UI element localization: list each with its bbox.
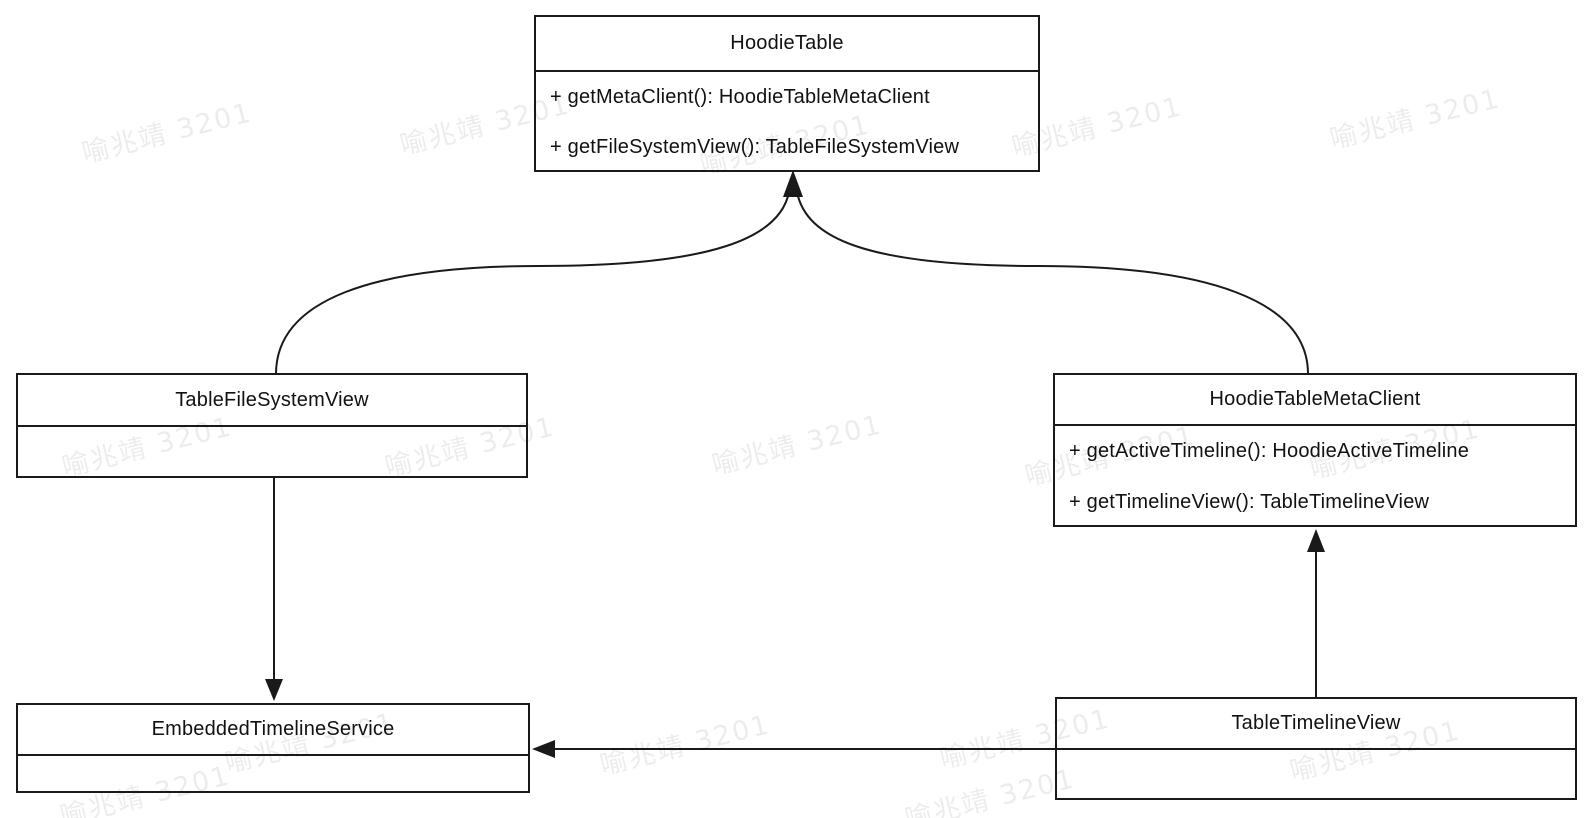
arrowhead-to-hoodietable [783,170,803,197]
class-methods: + getMetaClient(): HoodieTableMetaClient… [536,72,1038,172]
class-title: HoodieTableMetaClient [1055,375,1575,426]
class-embeddedtimelineservice[interactable]: EmbeddedTimelineService [16,703,530,793]
class-methods: + getActiveTimeline(): HoodieActiveTimel… [1055,426,1575,527]
arrowhead-to-embeddedtimelineservice-top [265,679,283,701]
class-empty-compartment [18,427,526,476]
class-empty-compartment [18,756,528,791]
class-method: + getActiveTimeline(): HoodieActiveTimel… [1069,440,1470,462]
class-method: + getFileSystemView(): TableFileSystemVi… [550,135,960,158]
edge-hoodietablemetaclient-to-hoodietable [796,191,1309,375]
class-tabletimelineview[interactable]: TableTimelineView [1055,697,1577,800]
arrowhead-to-hoodietablemetaclient [1307,529,1325,552]
class-title: HoodieTable [536,17,1038,72]
edge-tablefilesystemview-to-hoodietable [275,191,790,375]
arrowhead-to-embeddedtimelineservice-right [532,740,555,758]
class-method: + getTimelineView(): TableTimelineView [1069,490,1430,513]
class-hoodietablemetaclient[interactable]: HoodieTableMetaClient + getActiveTimelin… [1053,373,1577,527]
class-title: TableFileSystemView [18,375,526,427]
class-tablefilesystemview[interactable]: TableFileSystemView [16,373,528,478]
class-method: + getMetaClient(): HoodieTableMetaClient [550,85,930,108]
class-hoodietable[interactable]: HoodieTable + getMetaClient(): HoodieTab… [534,15,1040,172]
class-empty-compartment [1057,750,1575,798]
class-title: EmbeddedTimelineService [18,705,528,756]
class-title: TableTimelineView [1057,699,1575,750]
